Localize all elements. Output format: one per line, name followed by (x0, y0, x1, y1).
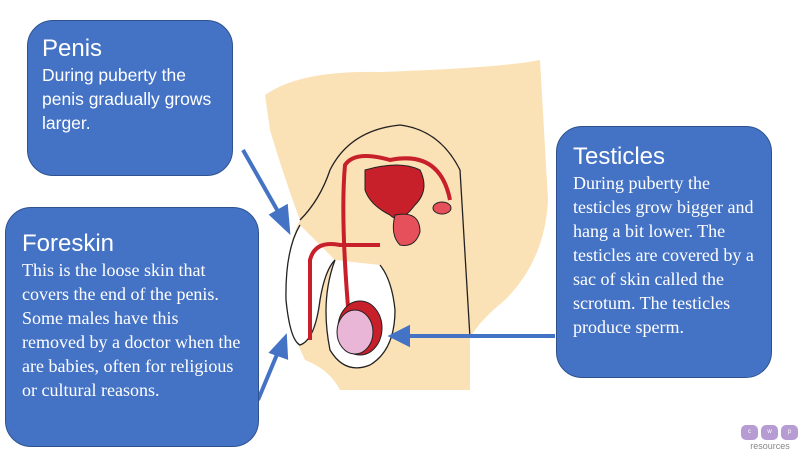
pelvis-outline (299, 124, 471, 339)
bladder (364, 164, 425, 219)
testicles-title: Testicles (573, 143, 666, 170)
foreskin-callout: Foreskin This is the loose skin that cov… (5, 207, 259, 447)
foreskin-text: This is the loose skin that covers the e… (22, 260, 241, 400)
seminal-vesicle (432, 201, 452, 215)
foreskin-title: Foreskin (22, 230, 115, 257)
testicles-text: During puberty the testicles grow bigger… (573, 173, 754, 337)
cwp-logo: c w p resources (741, 425, 799, 451)
arrow-foreskin (256, 351, 280, 401)
vas-deferens (308, 154, 452, 340)
logo-letter: c (741, 425, 758, 440)
penis-title: Penis (42, 35, 103, 62)
testicles-callout: Testicles During puberty the testicles g… (556, 126, 772, 378)
arrow-penis (241, 149, 282, 216)
penis-callout: Penis During puberty the penis gradually… (27, 20, 233, 176)
logo-letter: p (781, 425, 798, 440)
penis-text: During puberty the penis gradually grows… (42, 65, 212, 133)
prostate (392, 213, 421, 246)
logo-caption: resources (750, 441, 790, 451)
logo-letter: w (761, 425, 778, 440)
